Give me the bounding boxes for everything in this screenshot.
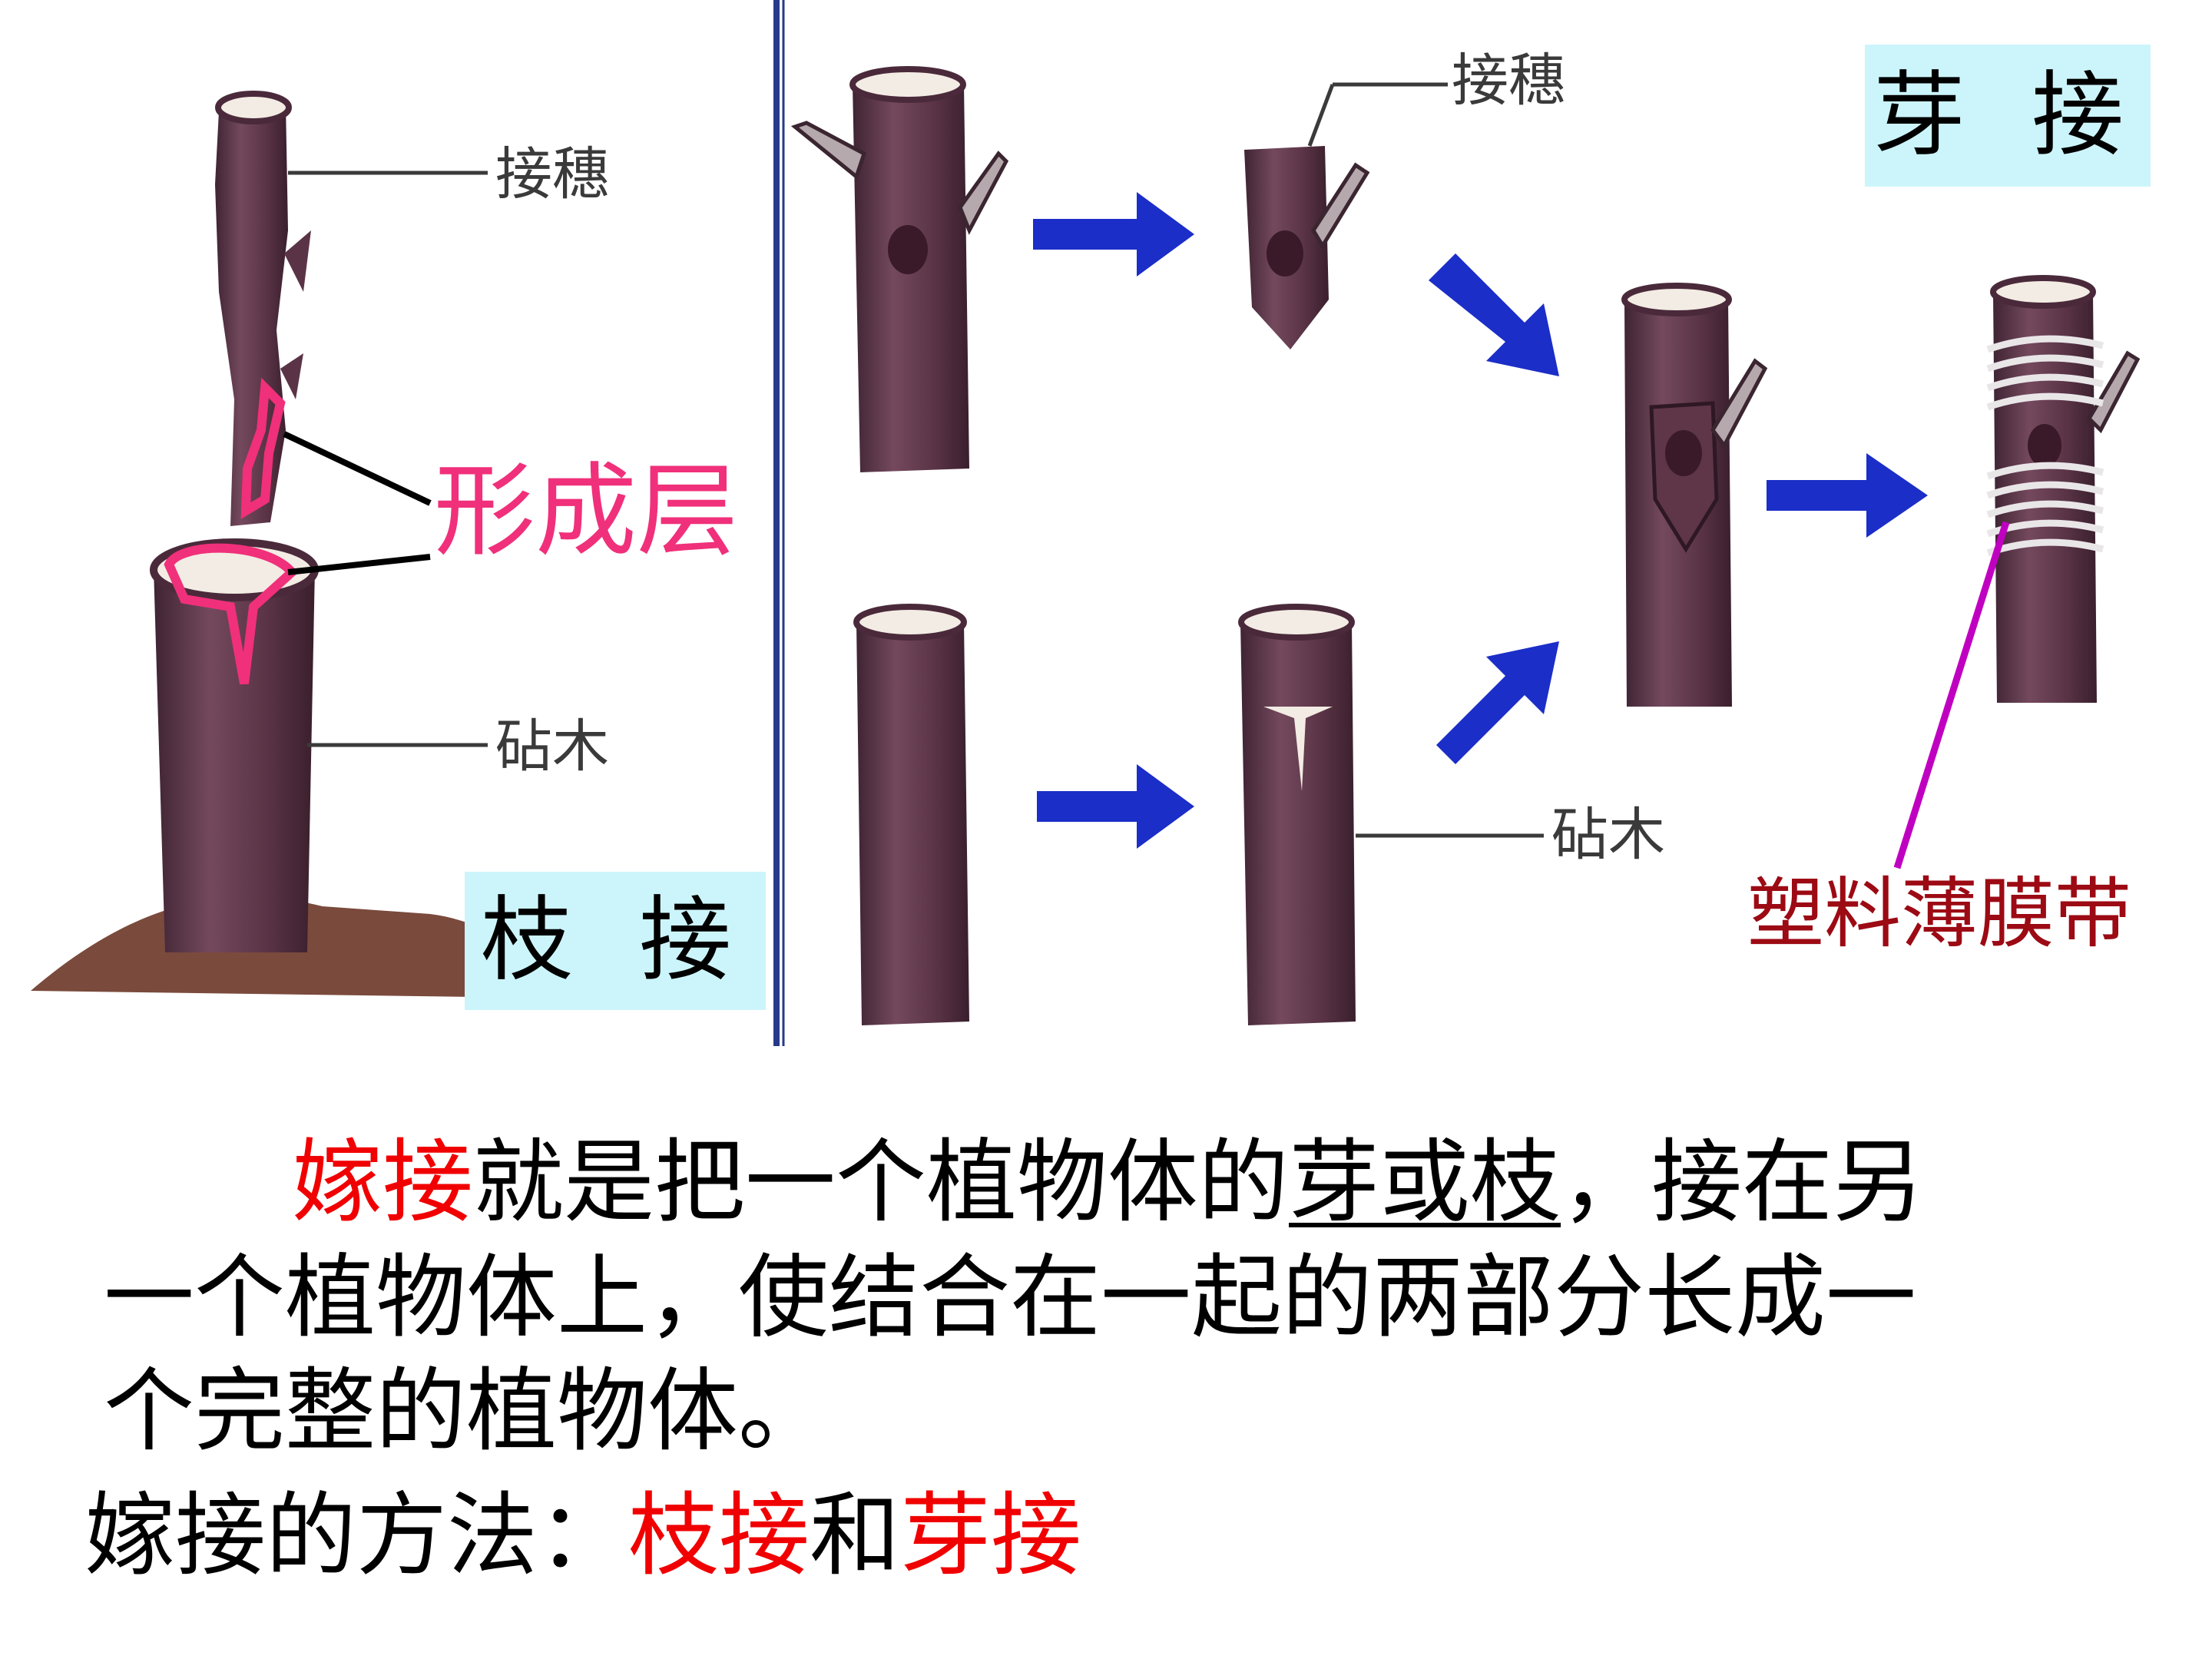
- plain-rootstock: [853, 604, 969, 1025]
- cambium-scion: [240, 377, 286, 519]
- scion-left: [215, 91, 311, 526]
- definition-mid: 就是把一个植物体的: [473, 1129, 1290, 1235]
- scion-label: 接穗: [495, 141, 609, 207]
- cambium-pointer-2: [287, 554, 431, 575]
- method-bud: 芽接: [900, 1482, 1082, 1588]
- definition-line-1: 嫁接就是把一个植物体的芽或枝，接在另: [292, 1137, 1923, 1227]
- arrow-5: [1767, 453, 1928, 538]
- process-arrows: [1033, 192, 1928, 849]
- film-pointer: [1893, 521, 2010, 869]
- bud-shield-scion: [1244, 146, 1370, 349]
- bud-rootstock-label: 砧木: [1551, 802, 1665, 868]
- arrow-1: [1033, 192, 1194, 276]
- combined-graft: [1621, 283, 1768, 707]
- wrapped-graft: [1986, 275, 2141, 703]
- arrow-3: [1429, 253, 1559, 376]
- grafting-diagram: [31, 0, 2141, 1046]
- rootstock-left: [150, 538, 319, 952]
- bud-or-branch: 芽或枝: [1289, 1129, 1561, 1235]
- methods-line: 嫁接的方法：枝接和芽接: [84, 1490, 1081, 1581]
- branch-grafting-box: 枝 接: [465, 872, 766, 1010]
- methods-prefix: 嫁接的方法：: [84, 1482, 629, 1588]
- cambium-pointer-1: [283, 431, 432, 506]
- methods-conj: 和: [810, 1482, 901, 1588]
- bud-scion-label: 接穗: [1452, 48, 1565, 114]
- bud-scion-pointer-diag: [1307, 84, 1335, 147]
- arrow-2: [1037, 764, 1194, 849]
- definition-line-2: 一个植物体上，使结合在一起的两部分长成一: [104, 1244, 1917, 1350]
- t-cut: [1263, 707, 1333, 791]
- cambium-label: 形成层: [434, 452, 738, 571]
- method-branch: 枝接: [628, 1482, 810, 1588]
- term-grafting: 嫁接: [292, 1129, 474, 1235]
- cambium-rootstock: [164, 543, 299, 685]
- definition-line-3: 个完整的植物体。: [104, 1358, 830, 1464]
- film-label: 塑料薄膜带: [1747, 869, 2131, 959]
- bud-branch: [790, 66, 1009, 472]
- t-cut-rootstock: [1238, 604, 1356, 1025]
- arrow-4: [1436, 641, 1559, 764]
- rootstock-label: 砧木: [495, 714, 609, 780]
- bud-grafting-box: 芽 接: [1865, 45, 2151, 187]
- definition-end: ，接在另: [1561, 1129, 1924, 1235]
